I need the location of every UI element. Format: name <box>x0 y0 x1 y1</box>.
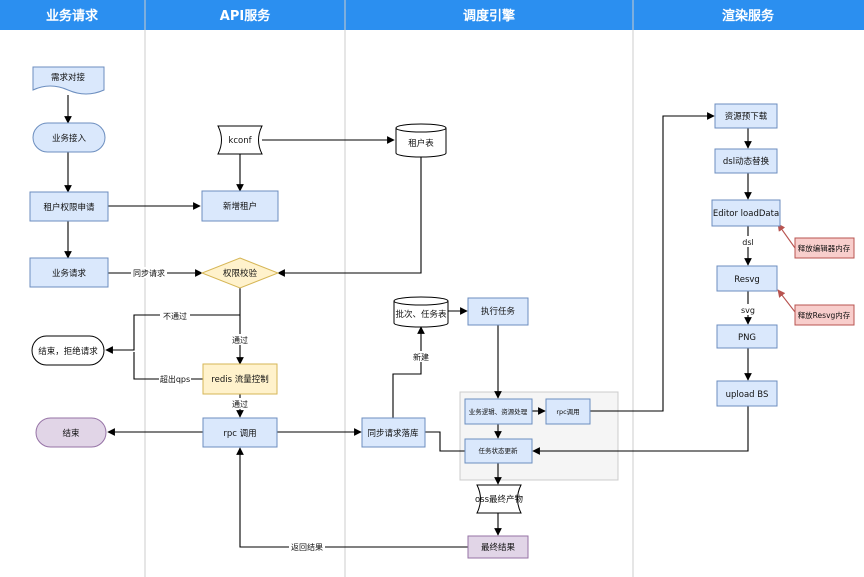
node-auth-check-label: 权限校验 <box>223 268 258 279</box>
edge-label-fail: 不通过 <box>163 311 187 321</box>
lane-title-api: API服务 <box>220 8 271 24</box>
edge-label-sync: 同步请求 <box>133 268 165 278</box>
edge-label-pass1: 通过 <box>232 335 248 345</box>
node-tenant-apply[interactable]: 租户权限申请 <box>29 191 109 222</box>
node-rpc-call-label: rpc 调用 <box>223 429 256 439</box>
node-batch-table-label: 批次、任务表 <box>395 309 447 320</box>
node-sync-request-label: 同步请求落库 <box>367 428 419 439</box>
node-tenant-table[interactable]: 租户表 <box>395 123 447 158</box>
node-new-tenant[interactable]: 新增租户 <box>201 190 279 222</box>
edge-label-pass2: 通过 <box>232 399 248 409</box>
node-demand[interactable]: 需求对接 <box>32 66 105 95</box>
node-new-tenant-label: 新增租户 <box>223 201 257 212</box>
node-end-reject-label: 结束，拒绝请求 <box>38 346 98 357</box>
edge-upload-status <box>532 406 749 455</box>
node-tenant-apply-label: 租户权限申请 <box>43 202 95 213</box>
node-release-resvg[interactable]: 释放Resvg内存 <box>794 304 855 326</box>
node-tenant-table-label: 租户表 <box>408 138 434 149</box>
lane-header-bar <box>0 0 864 30</box>
node-rpc-small-label: rpc调用 <box>556 407 579 416</box>
node-end-reject[interactable]: 结束，拒绝请求 <box>31 335 105 366</box>
lane-dividers <box>144 0 634 577</box>
node-dsl-replace-label: dsl动态替换 <box>723 156 770 167</box>
lane-title-scheduler: 调度引擎 <box>463 8 515 24</box>
edge-final-rpc <box>236 447 468 548</box>
node-editor-load[interactable]: Editor loadData <box>711 199 781 227</box>
node-resvg-label: Resvg <box>734 275 760 285</box>
node-end[interactable]: 结束 <box>35 417 107 448</box>
edge-label-return: 返回结果 <box>291 542 323 552</box>
node-redis[interactable]: redis 流量控制 <box>202 363 278 395</box>
node-task-status[interactable]: 任务状态更新 <box>464 438 533 464</box>
lane-title-business: 业务请求 <box>46 8 99 24</box>
node-kconf-label: kconf <box>228 136 252 146</box>
node-biz-logic[interactable]: 业务逻辑、资源处理 <box>464 398 533 425</box>
node-release-editor[interactable]: 释放编辑器内存 <box>794 237 855 259</box>
node-png-label: PNG <box>738 333 756 343</box>
node-final-result-label: 最终结果 <box>481 542 516 553</box>
node-access-label: 业务接入 <box>52 133 87 144</box>
edge-label-dsl: dsl <box>742 238 753 247</box>
node-upload[interactable]: upload BS <box>716 380 778 407</box>
node-oss[interactable]: oss最终产物 <box>475 484 524 514</box>
node-sync-request[interactable]: 同步请求落库 <box>361 417 426 448</box>
node-exec-task[interactable]: 执行任务 <box>467 297 529 326</box>
edge-release-editor <box>777 223 796 249</box>
edge-label-svg: svg <box>741 306 755 315</box>
node-rpc-small[interactable]: rpc调用 <box>545 398 591 425</box>
edge-rpcsmall-preload <box>590 112 715 412</box>
node-end-label: 结束 <box>62 428 80 439</box>
node-redis-label: redis 流量控制 <box>211 374 268 385</box>
node-final-result[interactable]: 最终结果 <box>467 535 529 559</box>
node-resvg[interactable]: Resvg <box>716 265 778 292</box>
node-auth-check[interactable]: 权限校验 <box>200 257 280 289</box>
node-biz-request[interactable]: 业务请求 <box>29 257 109 288</box>
edge-release-resvg <box>777 289 796 313</box>
node-batch-table[interactable]: 批次、任务表 <box>393 296 449 328</box>
node-task-status-label: 任务状态更新 <box>479 446 519 455</box>
node-release-editor-label: 释放编辑器内存 <box>798 243 851 253</box>
node-rpc-call[interactable]: rpc 调用 <box>202 417 278 448</box>
node-access[interactable]: 业务接入 <box>32 122 106 153</box>
edge-sync-batchtable <box>392 326 425 418</box>
node-biz-logic-label: 业务逻辑、资源处理 <box>469 407 528 416</box>
node-biz-request-label: 业务请求 <box>52 268 87 279</box>
node-exec-task-label: 执行任务 <box>481 306 516 317</box>
node-upload-label: upload BS <box>726 390 769 400</box>
node-preload[interactable]: 资源预下载 <box>714 103 778 129</box>
edge-tenanttable-auth <box>277 157 422 277</box>
node-release-resvg-label: 释放Resvg内存 <box>798 310 851 320</box>
edge-label-new: 新建 <box>413 352 429 362</box>
node-editor-load-label: Editor loadData <box>713 209 779 219</box>
node-png[interactable]: PNG <box>716 324 778 349</box>
node-oss-label: oss最终产物 <box>475 494 524 505</box>
edge-status-sync <box>425 431 465 452</box>
node-demand-label: 需求对接 <box>51 72 86 83</box>
node-kconf[interactable]: kconf <box>217 125 263 155</box>
memory-release-edges <box>777 223 796 313</box>
node-dsl-replace[interactable]: dsl动态替换 <box>714 148 778 174</box>
edge-label-qps: 超出qps <box>160 374 190 384</box>
lane-title-render: 渲染服务 <box>722 8 775 24</box>
node-preload-label: 资源预下载 <box>725 111 768 122</box>
